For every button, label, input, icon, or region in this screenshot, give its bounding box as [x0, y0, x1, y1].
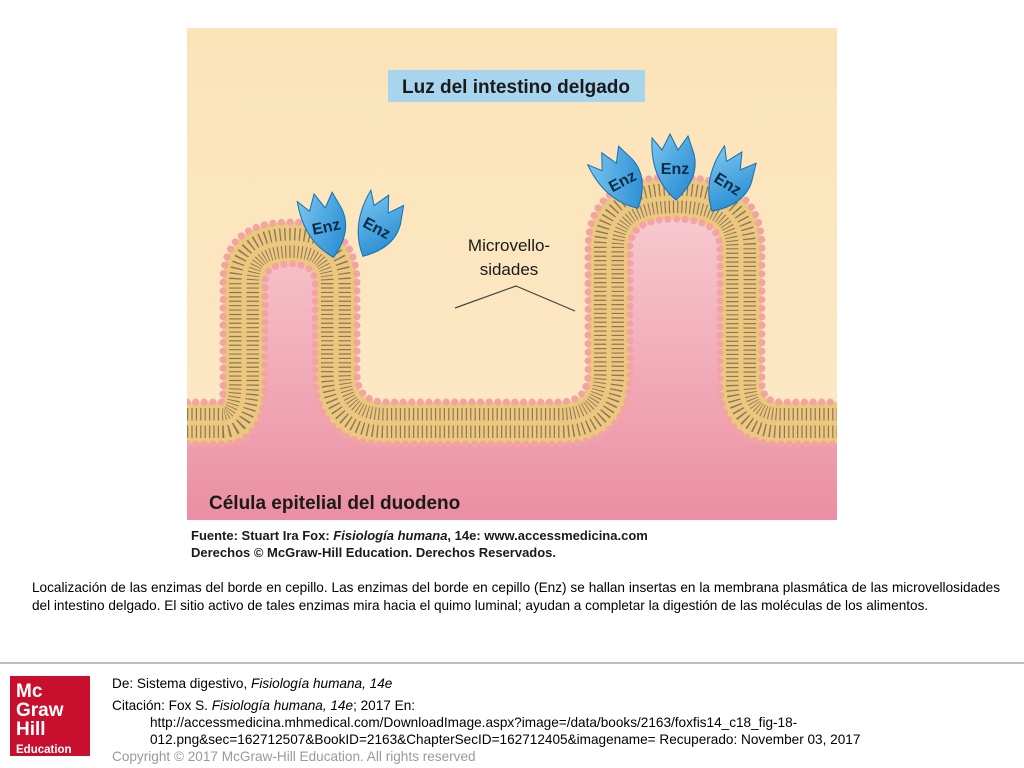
source-strip	[187, 520, 837, 561]
cell-label: Célula epitelial del duodeno	[209, 493, 460, 514]
from-line: De: Sistema digestivo, Fisiología humana…	[112, 676, 393, 691]
lumen-label-box	[388, 70, 645, 102]
citation-footer: De: Sistema digestivo, Fisiología humana…	[112, 675, 1012, 765]
figure-caption: Localización de las enzimas del borde en…	[32, 580, 1000, 613]
copyright-line: Copyright © 2017 McGraw-Hill Education. …	[112, 749, 476, 764]
microvilli-label-line1: Microvello-	[468, 236, 550, 255]
enzyme-right-1: Enz	[586, 145, 643, 209]
enzyme-label: Enz	[311, 216, 342, 239]
epithelial-cell-body	[187, 198, 837, 561]
source-line: Fuente: Stuart Ira Fox: Fisiología human…	[191, 528, 648, 543]
footer-divider	[0, 662, 1024, 664]
rights-line: Derechos © McGraw-Hill Education. Derech…	[191, 545, 556, 560]
microvilli-label-line2: sidades	[480, 260, 539, 279]
citation-url-line2: 012.png&sec=162712507&BookID=2163&Chapte…	[150, 732, 861, 747]
enzyme-label: Enz	[661, 161, 689, 178]
outer-lipid-heads	[187, 173, 837, 406]
citation-url-line1[interactable]: http://accessmedicina.mhmedical.com/Down…	[150, 715, 798, 730]
lumen-label: Luz del intestino delgado	[402, 77, 630, 98]
citation-line: Citación: Fox S. Fisiología humana, 14e;…	[112, 698, 416, 713]
microvilli-pointer	[454, 285, 576, 312]
enzyme-right-3: Enz	[708, 144, 757, 212]
enzyme-left-1: Enz	[296, 191, 347, 258]
inner-lipid-heads	[187, 215, 837, 448]
mcgraw-hill-logo: Mc Graw Hill Education	[10, 676, 90, 756]
enzyme-right-2: Enz	[651, 132, 696, 201]
enzyme-left-2: Enz	[357, 188, 405, 257]
figure: Enz Enz Enz Enz Enz Luz del intestino de…	[187, 28, 837, 561]
microvilli-diagram: Enz Enz Enz Enz Enz Luz del intestino de…	[187, 28, 837, 561]
